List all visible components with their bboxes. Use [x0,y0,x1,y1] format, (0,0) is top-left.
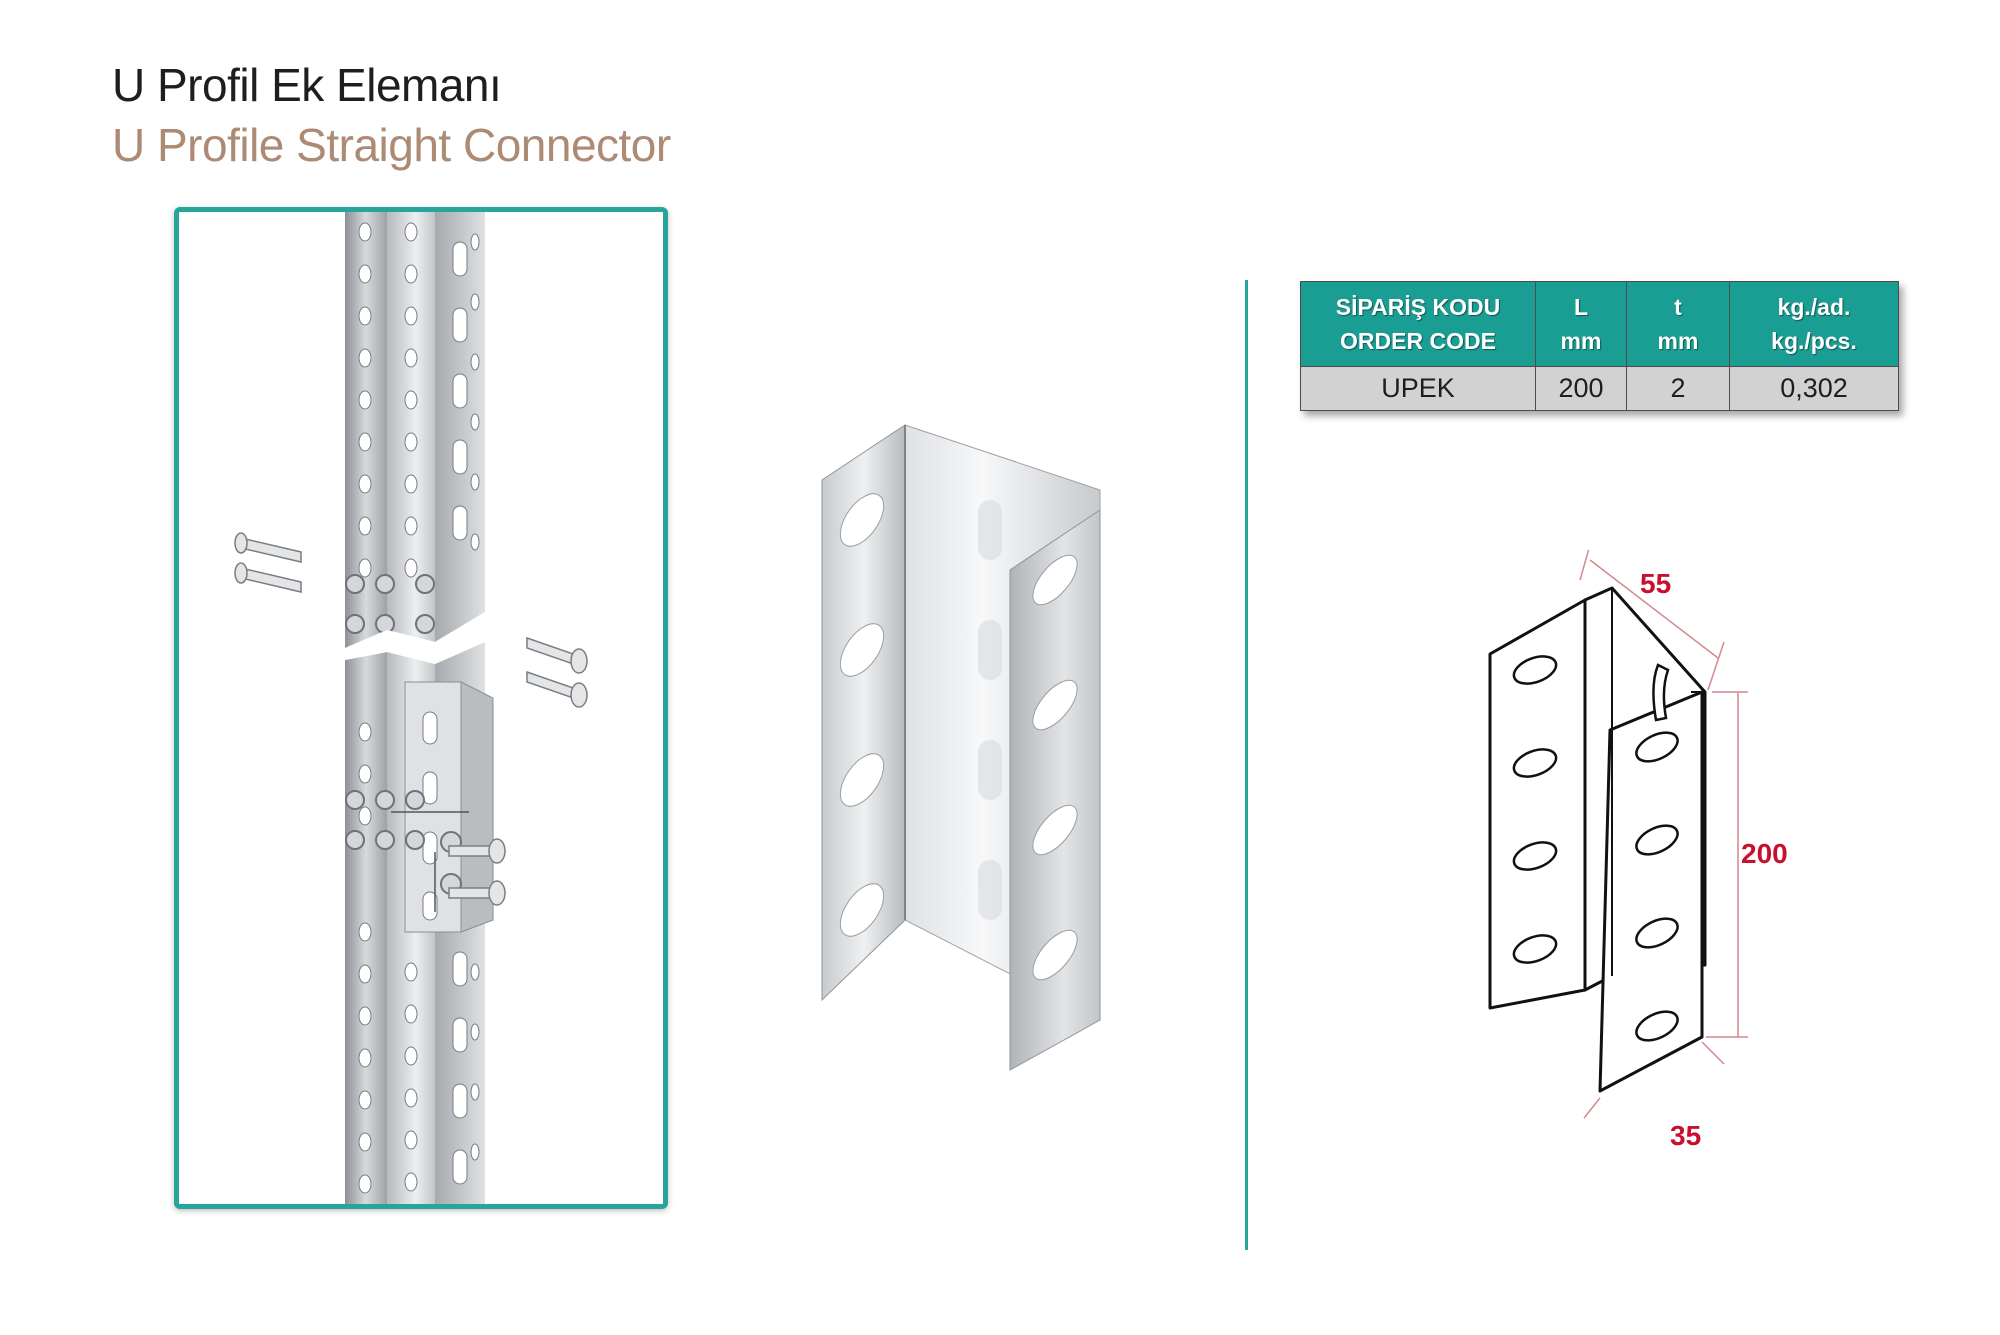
header-order-code-tr: SİPARİŞ KODU [1335,294,1501,320]
cell-weight: 0,302 [1729,366,1899,411]
spec-table-header-row: SİPARİŞ KODU ORDER CODE L mm t mm kg./ad… [1300,281,1899,367]
header-length-unit: mm [1560,328,1602,354]
page-title-english: U Profile Straight Connector [112,119,671,171]
header-thickness: t mm [1626,281,1730,367]
cell-thickness: 2 [1626,366,1730,411]
upright-assembly-icon [234,212,588,1204]
header-length: L mm [1535,281,1627,367]
section-divider [1245,280,1248,1250]
cell-length: 200 [1535,366,1627,411]
connector-render-icon [821,424,1101,1071]
header-thickness-symbol: t [1674,294,1682,320]
header-order-code: SİPARİŞ KODU ORDER CODE [1300,281,1536,367]
dimension-top-width: 55 [1640,568,1672,599]
header-length-symbol: L [1573,294,1589,320]
spec-table: SİPARİŞ KODU ORDER CODE L mm t mm kg./ad… [1300,281,1899,411]
header-weight-tr: kg./ad. [1777,294,1851,320]
header-weight-en: kg./pcs. [1771,328,1857,354]
dimension-bottom-width: 35 [1670,1120,1702,1151]
page-title-turkish: U Profil Ek Elemanı [112,59,502,111]
cell-order-code: UPEK [1300,366,1536,411]
dimension-height: 200 [1741,838,1788,869]
technical-drawing-icon [1488,550,1748,1119]
assembly-photo-frame [174,207,668,1209]
table-row: UPEK 200 2 0,302 [1300,366,1899,411]
header-order-code-en: ORDER CODE [1340,328,1496,354]
header-weight: kg./ad. kg./pcs. [1729,281,1899,367]
header-thickness-unit: mm [1657,328,1699,354]
